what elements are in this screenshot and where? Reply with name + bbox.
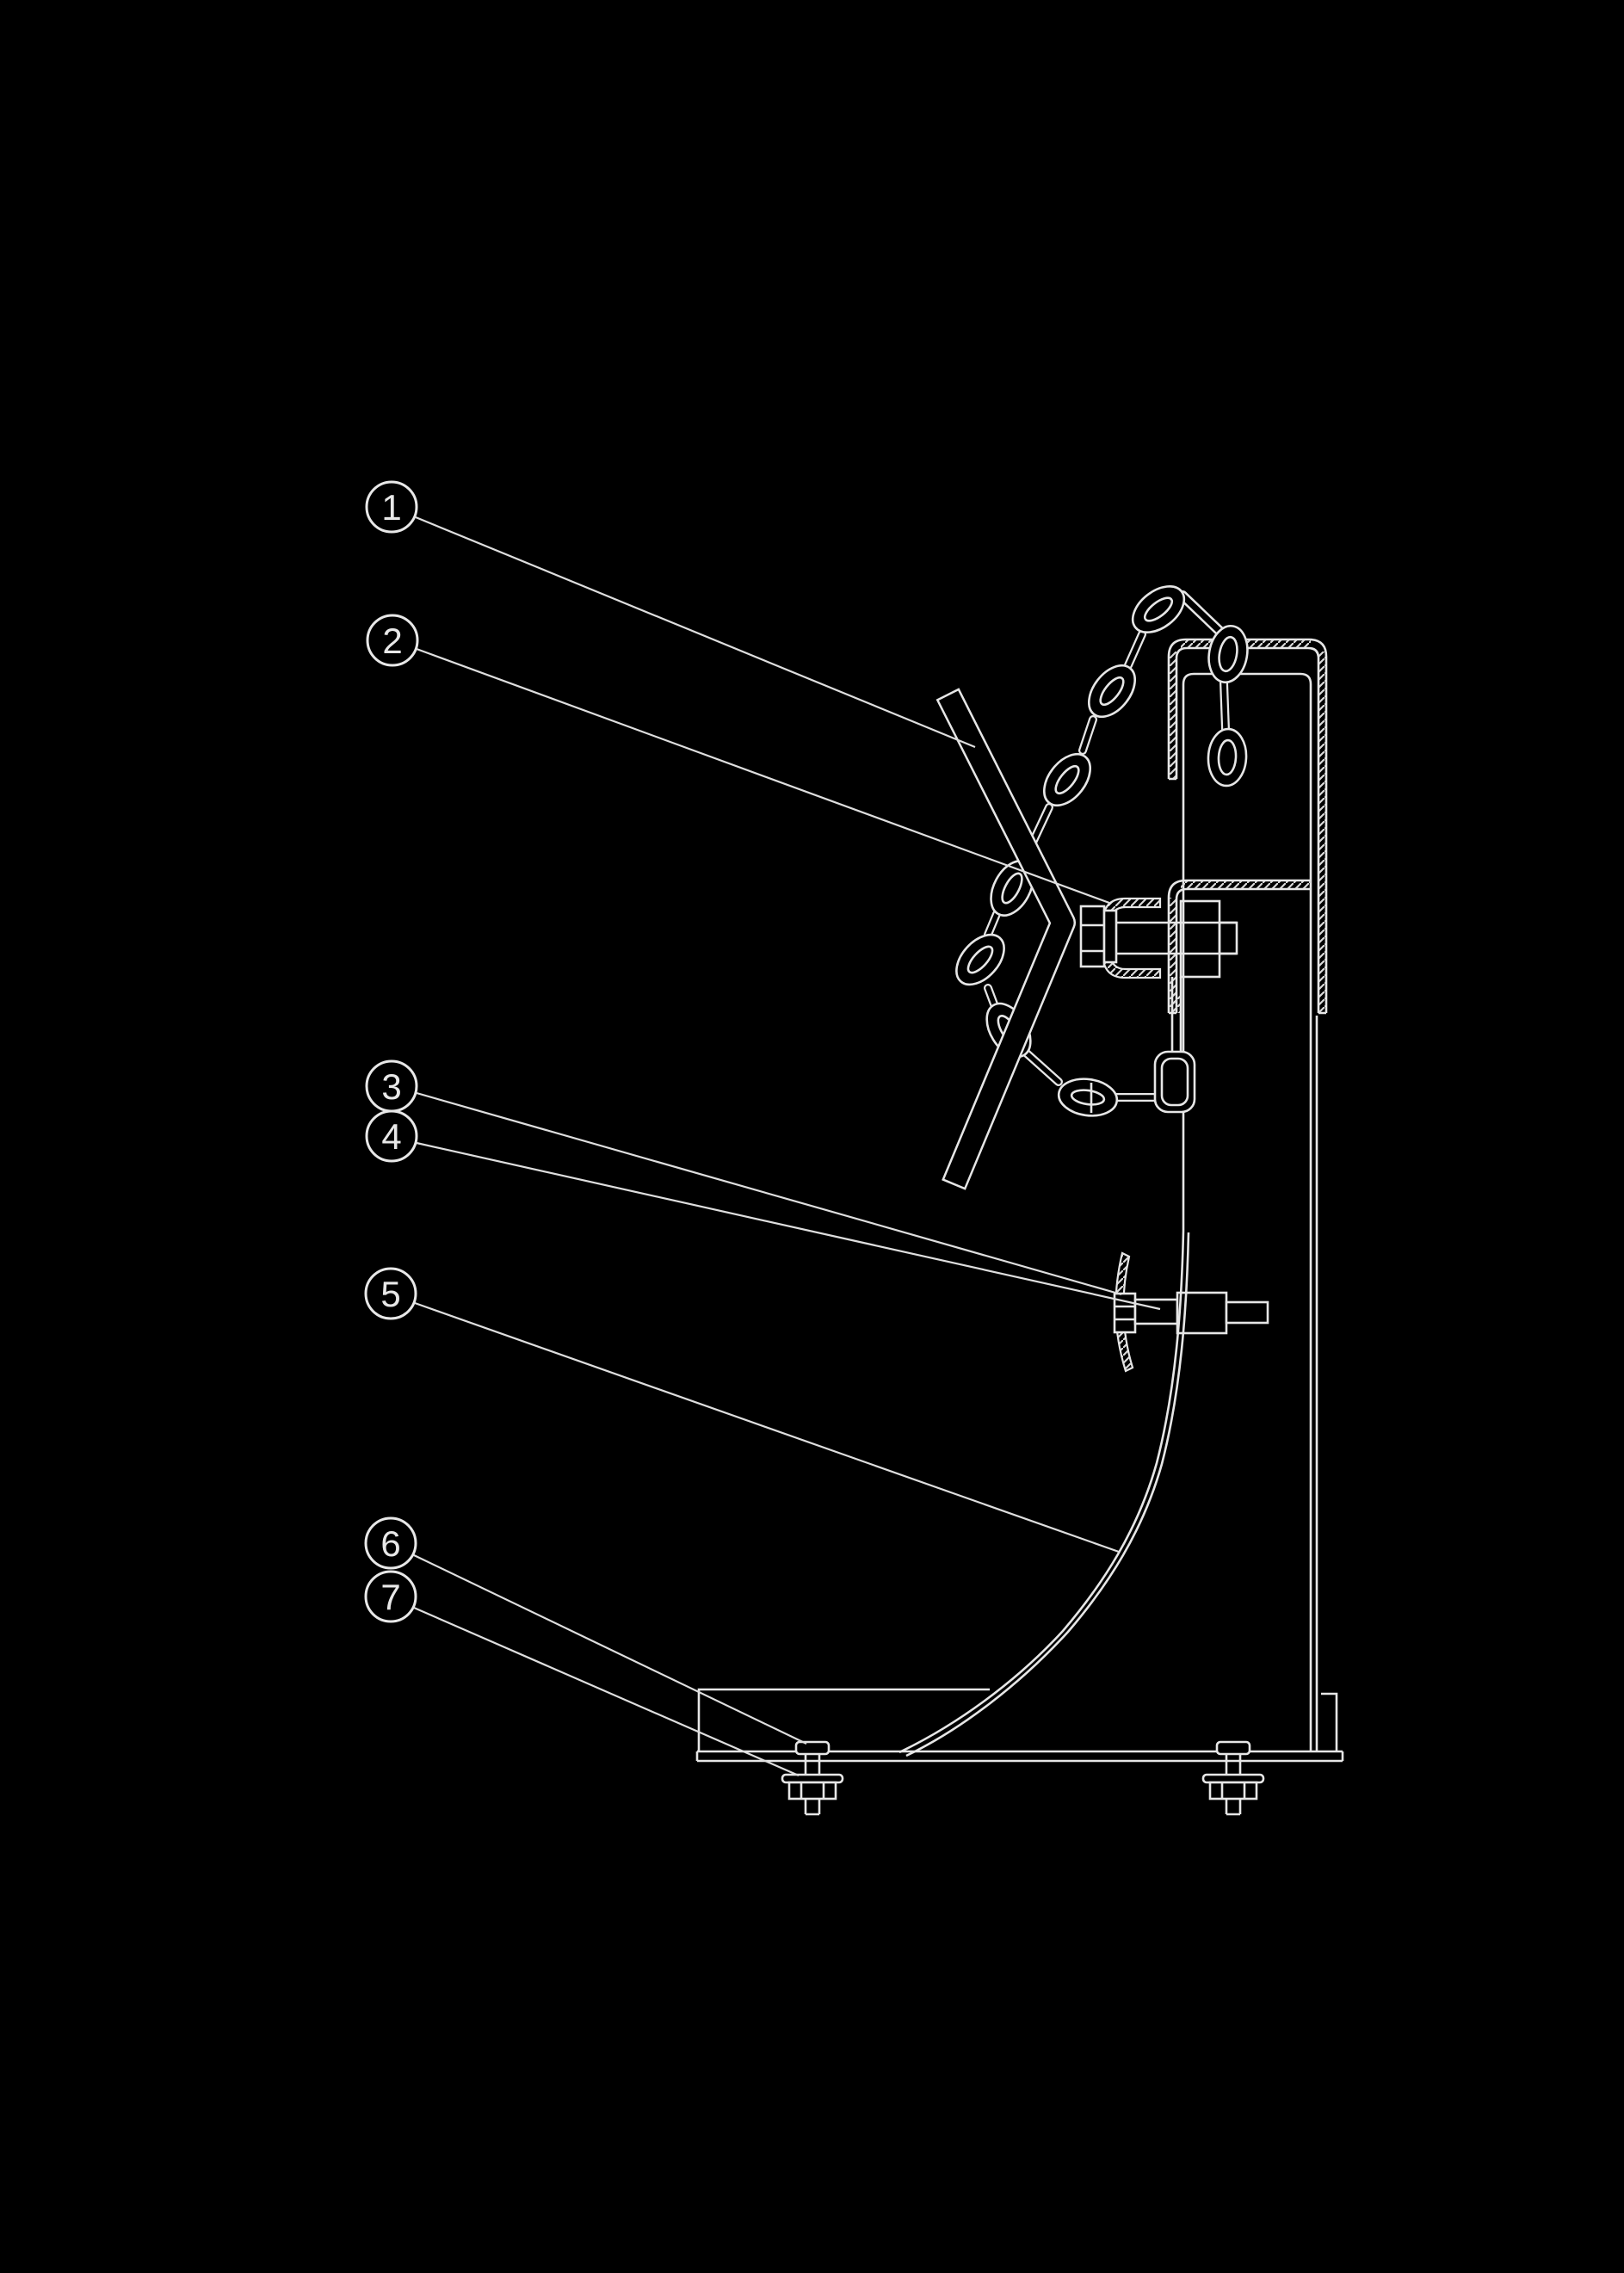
- bolt-shaft: [1116, 921, 1237, 955]
- hex-bolt-head: [1079, 905, 1106, 968]
- callout-number-6: 6: [380, 1523, 400, 1564]
- callout-1: 1: [365, 480, 976, 749]
- callout-7: 7: [364, 1570, 800, 1777]
- callout-layer: 1 2 3 4 5 6 7: [364, 480, 1161, 1777]
- sleeve-left-wall-lower: [1169, 898, 1176, 1013]
- callout-leader-4: [416, 1141, 1161, 1311]
- callout-4: 4: [365, 1109, 1161, 1311]
- hub-lines: [1115, 1305, 1135, 1321]
- chain-end-link: [1207, 727, 1248, 788]
- handwheel-screw-assembly: [1113, 1251, 1269, 1373]
- corner-bracket: [1321, 1692, 1338, 1751]
- post-column: [1167, 638, 1328, 1751]
- callout-3: 3: [365, 1059, 1122, 1296]
- guard-edge-inner: [905, 1232, 1190, 1757]
- sleeve-lower-band-outer: [1167, 879, 1312, 1013]
- bolt-nut: [787, 1781, 837, 1800]
- guard-edge-outer: [898, 1230, 1185, 1754]
- clamp-bolt-assembly: [1079, 897, 1238, 979]
- callout-leader-2: [416, 647, 1110, 905]
- chain-links: [955, 585, 1249, 1117]
- sleeve-mid-band: [1181, 880, 1312, 889]
- callout-leader-7: [413, 1606, 800, 1777]
- chain-connectors: [984, 590, 1230, 1102]
- callout-leader-5: [414, 1301, 1120, 1553]
- bolt-tip: [1225, 1799, 1242, 1816]
- bolt-collar: [1102, 909, 1118, 964]
- callout-5: 5: [364, 1267, 1120, 1553]
- base-plate: [695, 1750, 1344, 1763]
- bolt-washer: [1201, 1773, 1265, 1784]
- nut-facets: [1220, 1782, 1246, 1799]
- callout-balloon-4: [365, 1109, 418, 1163]
- callout-2: 2: [366, 614, 1110, 905]
- bolt-shank: [804, 1754, 821, 1775]
- callout-number-4: 4: [381, 1116, 401, 1157]
- screw-cylinder-end: [1225, 1300, 1269, 1325]
- callout-number-7: 7: [380, 1577, 400, 1617]
- bolt-tip: [804, 1799, 821, 1816]
- tray-outline: [697, 1688, 990, 1751]
- bolt-head: [1215, 1740, 1251, 1756]
- callout-balloon-1: [365, 480, 418, 534]
- safety-chain: [955, 585, 1249, 1117]
- clamp-block-boss: [1218, 921, 1238, 955]
- callout-number-1: 1: [381, 487, 401, 528]
- callout-leader-6: [413, 1554, 807, 1745]
- callout-balloon-2: [366, 614, 419, 667]
- sleeve-left-wall-upper: [1169, 652, 1176, 779]
- callout-balloon-6: [364, 1516, 417, 1570]
- screw-shaft: [1133, 1298, 1179, 1325]
- sleeve-inner-outline: [1175, 646, 1320, 1013]
- callout-number-5: 5: [380, 1274, 400, 1314]
- mounting-bolt-left: [781, 1740, 844, 1816]
- callout-balloon-7: [364, 1570, 417, 1623]
- bolt-washer: [781, 1773, 844, 1784]
- nut-facets: [800, 1782, 825, 1799]
- chain-link-over-post: [1207, 624, 1249, 684]
- callout-leader-1: [415, 516, 976, 749]
- callout-number-2: 2: [382, 621, 402, 661]
- callout-number-3: 3: [381, 1066, 401, 1107]
- hex-head-facets: [1081, 923, 1104, 953]
- chain-shackle: [1153, 1050, 1196, 1114]
- callout-leader-3: [416, 1091, 1122, 1296]
- strap-section: [1172, 994, 1181, 1013]
- base-assembly: [695, 1688, 1344, 1816]
- inner-post-outline: [1182, 672, 1312, 1751]
- sleeve-right-wall: [1318, 652, 1326, 1013]
- guard-plate: [898, 1230, 1190, 1757]
- callout-balloon-5: [364, 1267, 417, 1320]
- clamp-nut-block: [1179, 899, 1221, 979]
- sleeve-outer-outline: [1167, 638, 1328, 1013]
- mounting-bolt-right: [1201, 1740, 1265, 1816]
- callout-6: 6: [364, 1516, 807, 1745]
- handle-bar: [935, 688, 1076, 1190]
- bolt-nut: [1208, 1781, 1258, 1800]
- sleeve-lower-band-inner: [1175, 887, 1312, 1013]
- bolt-shank: [1225, 1754, 1242, 1775]
- bolt-head: [794, 1740, 831, 1756]
